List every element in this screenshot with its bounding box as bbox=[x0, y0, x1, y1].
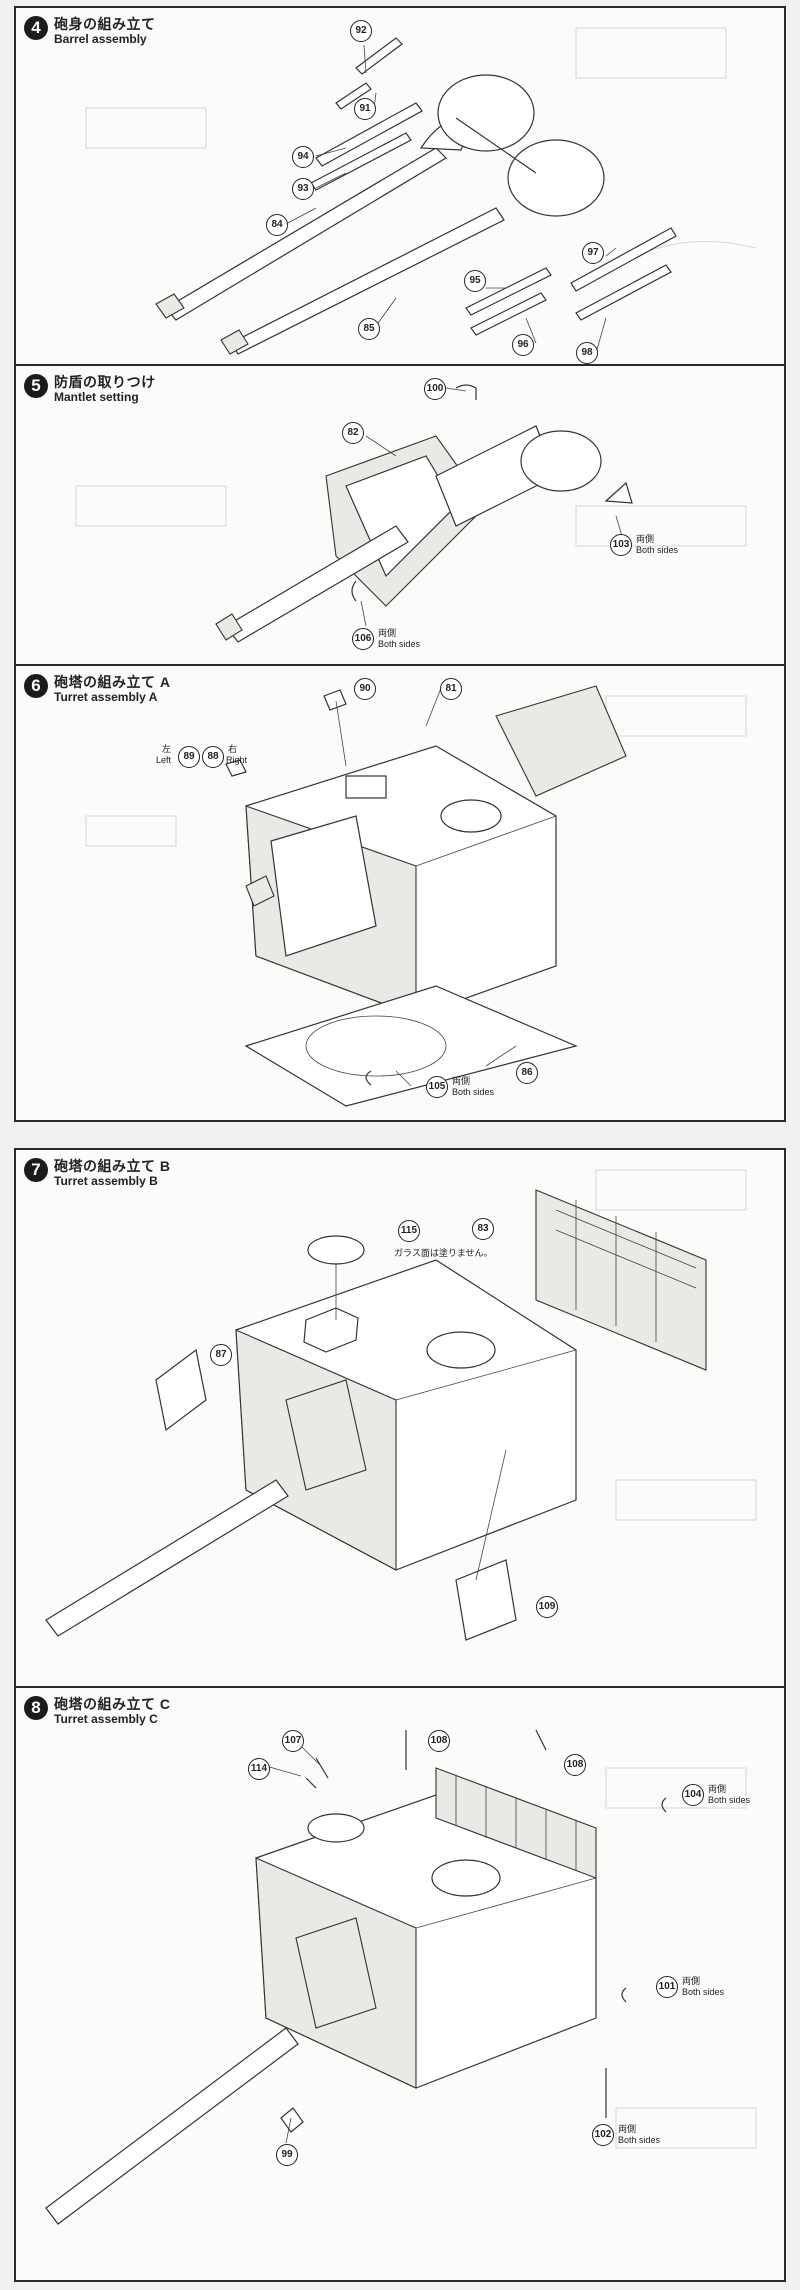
step-8-heading: 8 砲塔の組み立て C Turret assembly C bbox=[24, 1696, 171, 1726]
part-callout: 102 bbox=[592, 2124, 614, 2146]
step-number: 6 bbox=[24, 674, 48, 698]
part-callout: 90 bbox=[354, 678, 376, 700]
part-callout: 107 bbox=[282, 1730, 304, 1752]
step-title-en: Turret assembly A bbox=[54, 690, 158, 704]
step-8-panel: 8 砲塔の組み立て C Turret assembly C 107 108 10… bbox=[16, 1686, 784, 2282]
note-left-en: Left bbox=[156, 755, 172, 765]
barrel-assembly-drawing bbox=[85, 27, 757, 355]
step-title-en: Barrel assembly bbox=[54, 32, 147, 46]
step-5-heading: 5 防盾の取りつけ Mantlet setting bbox=[24, 374, 156, 404]
note-both-jp: 両側 bbox=[618, 2124, 637, 2134]
step-number: 7 bbox=[24, 1158, 48, 1182]
step-title-en: Turret assembly B bbox=[54, 1174, 158, 1188]
turret-a-drawing bbox=[85, 685, 747, 1107]
note-both-jp: 両側 bbox=[452, 1076, 471, 1086]
note-both-jp: 両側 bbox=[378, 628, 397, 638]
note-both-en: Both sides bbox=[618, 2135, 661, 2145]
glass-note: ガラス面は塗りません。 bbox=[394, 1248, 493, 1258]
note-both-jp: 両側 bbox=[708, 1784, 727, 1794]
part-callout: 108 bbox=[428, 1730, 450, 1752]
step-4-heading: 4 砲身の組み立て Barrel assembly bbox=[24, 16, 156, 46]
part-callout: 97 bbox=[582, 242, 604, 264]
step-7-panel: 7 砲塔の組み立て B Turret assembly B 115 ガラス面は塗… bbox=[16, 1150, 784, 1686]
step-number: 4 bbox=[24, 16, 48, 40]
step-title-en: Turret assembly C bbox=[54, 1712, 158, 1726]
turret-c-drawing bbox=[45, 1729, 757, 2225]
part-callout: 88 bbox=[202, 746, 224, 768]
turret-b-drawing bbox=[45, 1169, 757, 1641]
part-callout: 114 bbox=[248, 1758, 270, 1780]
part-callout: 81 bbox=[440, 678, 462, 700]
part-callout: 85 bbox=[358, 318, 380, 340]
mantlet-drawing bbox=[75, 384, 747, 643]
part-callout: 87 bbox=[210, 1344, 232, 1366]
part-callout: 84 bbox=[266, 214, 288, 236]
step-title-jp: 砲塔の組み立て A bbox=[54, 674, 171, 690]
note-both-jp: 両側 bbox=[682, 1976, 701, 1986]
part-callout: 96 bbox=[512, 334, 534, 356]
part-callout: 91 bbox=[354, 98, 376, 120]
note-both-en: Both sides bbox=[708, 1795, 751, 1805]
note-left-jp: 左 bbox=[162, 744, 172, 754]
part-callout: 109 bbox=[536, 1596, 558, 1618]
step-4-panel: 4 砲身の組み立て Barrel assembly 92 91 94 93 84… bbox=[16, 8, 784, 364]
note-both-jp: 両側 bbox=[636, 534, 655, 544]
part-callout: 101 bbox=[656, 1976, 678, 1998]
note-both-en: Both sides bbox=[378, 639, 421, 649]
step-title-jp: 防盾の取りつけ bbox=[54, 374, 156, 390]
note-right-jp: 右 bbox=[228, 744, 238, 754]
step-title-jp: 砲身の組み立て bbox=[54, 16, 156, 32]
step-number: 8 bbox=[24, 1696, 48, 1720]
part-callout: 104 bbox=[682, 1784, 704, 1806]
step-number: 5 bbox=[24, 374, 48, 398]
step-7-heading: 7 砲塔の組み立て B Turret assembly B bbox=[24, 1158, 171, 1188]
part-callout: 94 bbox=[292, 146, 314, 168]
part-callout: 100 bbox=[424, 378, 446, 400]
part-callout: 95 bbox=[464, 270, 486, 292]
step-title-en: Mantlet setting bbox=[54, 390, 139, 404]
part-callout: 86 bbox=[516, 1062, 538, 1084]
note-right-en: Right bbox=[226, 755, 248, 765]
part-callout: 98 bbox=[576, 342, 598, 364]
part-callout: 92 bbox=[350, 20, 372, 42]
step-title-jp: 砲塔の組み立て C bbox=[54, 1696, 171, 1712]
part-callout: 99 bbox=[276, 2144, 298, 2166]
step-6-heading: 6 砲塔の組み立て A Turret assembly A bbox=[24, 674, 171, 704]
instruction-sheet-2: 7 砲塔の組み立て B Turret assembly B 115 ガラス面は塗… bbox=[14, 1148, 786, 2282]
part-callout: 105 bbox=[426, 1076, 448, 1098]
instruction-sheet-1: 4 砲身の組み立て Barrel assembly 92 91 94 93 84… bbox=[14, 6, 786, 1122]
step-5-panel: 5 防盾の取りつけ Mantlet setting 100 82 103 両側 … bbox=[16, 364, 784, 666]
part-callout: 106 bbox=[352, 628, 374, 650]
step-title-jp: 砲塔の組み立て B bbox=[54, 1158, 171, 1174]
note-both-en: Both sides bbox=[682, 1987, 725, 1997]
step-6-panel: 6 砲塔の組み立て A Turret assembly A 90 81 左 Le… bbox=[16, 664, 784, 1122]
part-callout: 103 bbox=[610, 534, 632, 556]
note-both-en: Both sides bbox=[452, 1087, 495, 1097]
part-callout: 89 bbox=[178, 746, 200, 768]
part-callout: 83 bbox=[472, 1218, 494, 1240]
part-callout: 82 bbox=[342, 422, 364, 444]
part-callout: 115 bbox=[398, 1220, 420, 1242]
part-callout: 93 bbox=[292, 178, 314, 200]
note-both-en: Both sides bbox=[636, 545, 679, 555]
part-callout: 108 bbox=[564, 1754, 586, 1776]
